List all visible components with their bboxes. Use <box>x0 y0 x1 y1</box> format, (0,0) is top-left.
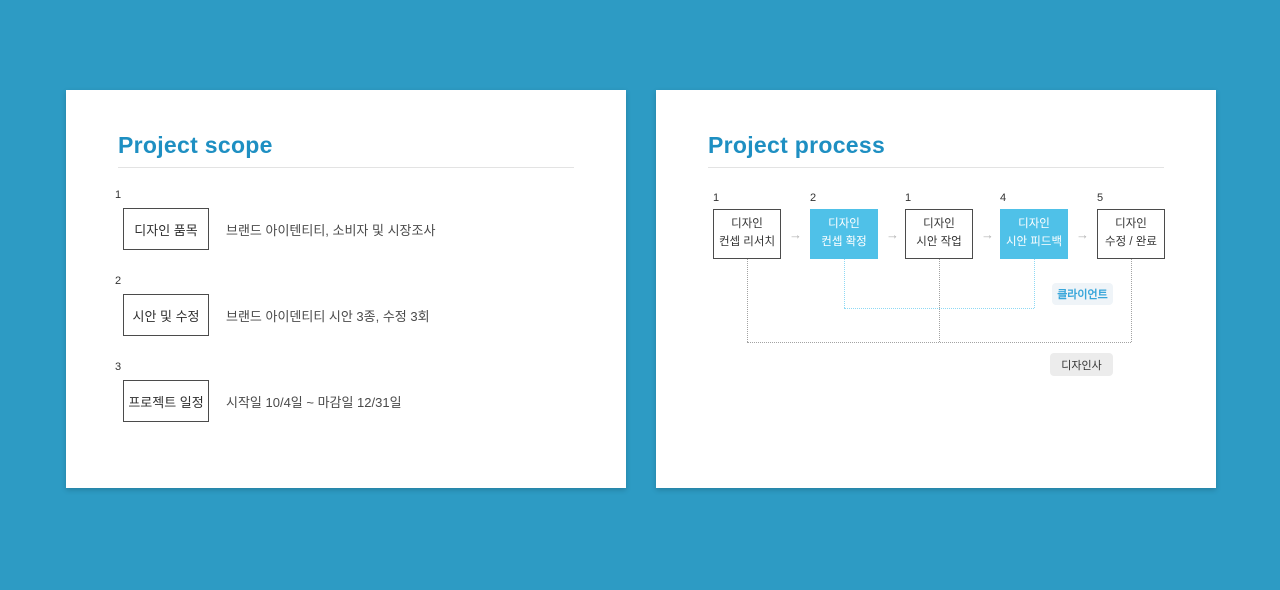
scope-item-1: 1 디자인 품목 브랜드 아이텐티티, 소비자 및 시장조사 <box>115 189 435 250</box>
scope-item-description: 브랜드 아이덴티티 시안 3종, 수정 3회 <box>226 308 430 324</box>
step-label-line1: 디자인 <box>731 218 763 231</box>
scope-item-description: 시작일 10/4일 ~ 마감일 12/31일 <box>226 394 402 410</box>
step-box-highlighted: 디자인 컨셉 확정 <box>810 209 878 259</box>
process-step-4: 4 디자인 시안 피드백 <box>1000 192 1068 259</box>
step-label-line2: 수정 / 완료 <box>1105 236 1157 248</box>
step-number: 2 <box>810 192 817 204</box>
scope-card: Project scope 1 디자인 품목 브랜드 아이텐티티, 소비자 및 … <box>66 90 626 488</box>
scope-title-divider <box>118 167 574 168</box>
scope-item-description: 브랜드 아이텐티티, 소비자 및 시장조사 <box>226 222 436 238</box>
step-label-line2: 컨셉 확정 <box>821 236 867 248</box>
process-step-3: 1 디자인 시안 작업 <box>905 192 973 259</box>
connector-vertical-step1 <box>747 259 748 342</box>
step-box: 디자인 수정 / 완료 <box>1097 209 1165 259</box>
step-label-line1: 디자인 <box>1115 218 1147 231</box>
process-step-5: 5 디자인 수정 / 완료 <box>1097 192 1165 259</box>
connector-vertical-step2-blue <box>844 259 845 308</box>
scope-card-title: Project scope <box>118 132 273 158</box>
scope-item-box: 프로젝트 일정 <box>123 380 209 422</box>
step-number: 4 <box>1000 192 1007 204</box>
designer-badge: 디자인사 <box>1050 353 1113 376</box>
step-label-line2: 컨셉 리서치 <box>718 236 776 248</box>
client-badge: 클라이언트 <box>1052 283 1113 305</box>
connector-vertical-step5 <box>1131 259 1132 342</box>
process-card-title: Project process <box>708 132 886 158</box>
step-number: 1 <box>713 192 720 204</box>
connector-horizontal-client-blue <box>844 308 1034 309</box>
step-label-line1: 디자인 <box>1018 218 1050 231</box>
flow-arrow-icon: → <box>1076 226 1089 242</box>
flow-arrow-icon: → <box>886 226 899 242</box>
connector-vertical-step3 <box>939 259 940 342</box>
step-number: 5 <box>1097 192 1104 204</box>
flow-arrow-icon: → <box>789 226 802 242</box>
step-label-line1: 디자인 <box>923 218 955 231</box>
step-label-line1: 디자인 <box>828 218 860 231</box>
step-box-highlighted: 디자인 시안 피드백 <box>1000 209 1068 259</box>
process-card: Project process 1 디자인 컨셉 리서치 → 2 디자인 컨셉 … <box>656 90 1216 488</box>
step-box: 디자인 시안 작업 <box>905 209 973 259</box>
flow-arrow-icon: → <box>981 226 994 242</box>
step-box: 디자인 컨셉 리서치 <box>713 209 781 259</box>
step-number: 1 <box>905 192 912 204</box>
process-step-2: 2 디자인 컨셉 확정 <box>810 192 878 259</box>
scope-item-number: 3 <box>115 361 122 373</box>
scope-item-box: 디자인 품목 <box>123 208 209 250</box>
step-label-line2: 시안 작업 <box>916 236 962 248</box>
connector-horizontal-designer <box>747 342 1131 343</box>
step-label-line2: 시안 피드백 <box>1005 236 1063 248</box>
scope-item-number: 1 <box>115 189 122 201</box>
scope-item-2: 2 시안 및 수정 브랜드 아이덴티티 시안 3종, 수정 3회 <box>115 275 430 336</box>
scope-item-box: 시안 및 수정 <box>123 294 209 336</box>
scope-item-number: 2 <box>115 275 122 287</box>
process-step-1: 1 디자인 컨셉 리서치 <box>713 192 781 259</box>
scope-item-3: 3 프로젝트 일정 시작일 10/4일 ~ 마감일 12/31일 <box>115 361 402 422</box>
connector-vertical-step4-blue <box>1034 259 1035 308</box>
process-title-divider <box>708 167 1164 168</box>
